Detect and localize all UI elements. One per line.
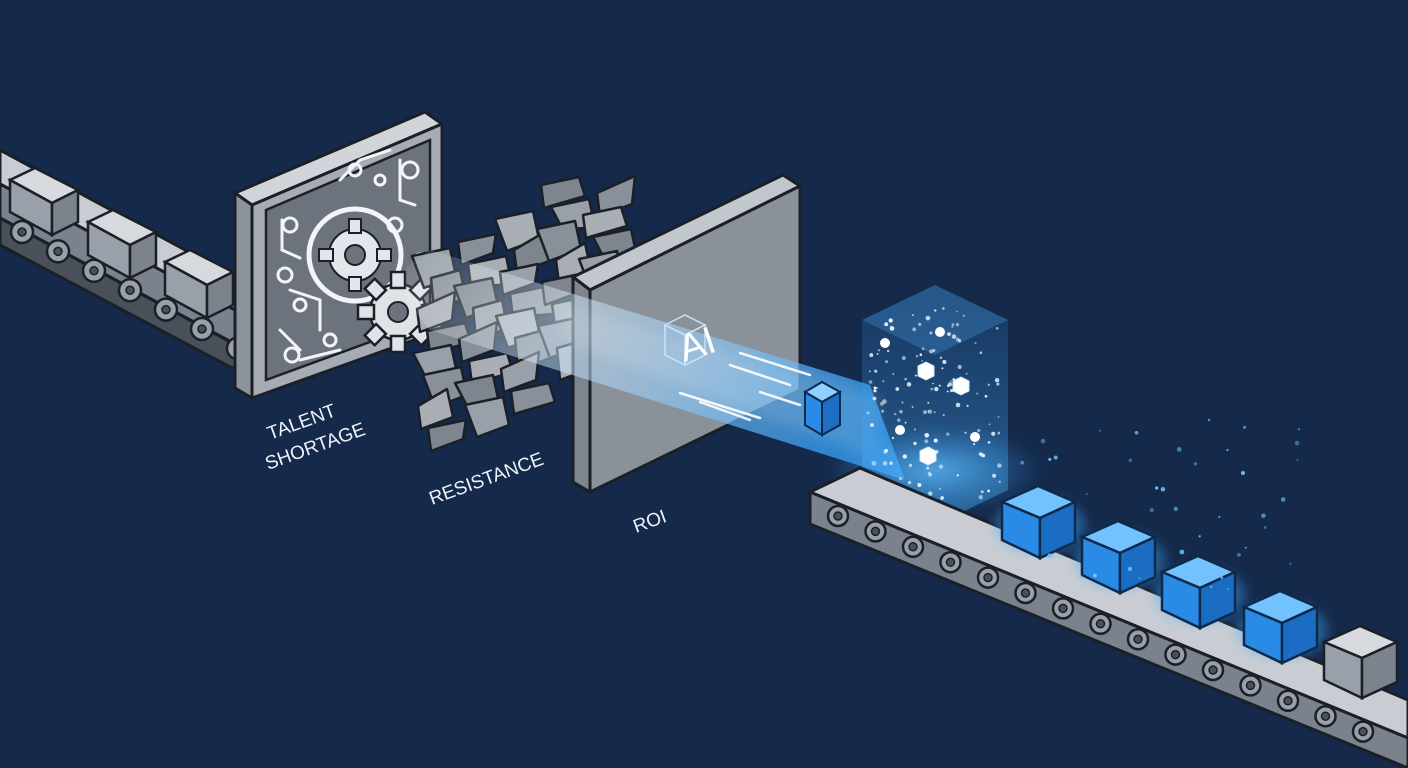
- gear-icon: [306, 206, 404, 304]
- roller: [81, 258, 107, 284]
- roller: [901, 535, 925, 559]
- roller: [976, 566, 1000, 589]
- processing-cube-icon: [995, 484, 1085, 560]
- processing-cube-icon: [803, 380, 843, 437]
- stone: [539, 175, 587, 210]
- left-conveyor: [0, 148, 252, 370]
- roller: [1201, 658, 1225, 682]
- roller: [1014, 581, 1037, 605]
- left-box-1: [7, 166, 81, 238]
- talent-shortage-panel: [231, 110, 446, 401]
- stone: [581, 205, 629, 240]
- stone: [456, 232, 498, 267]
- roller: [1164, 643, 1187, 666]
- roller: [864, 520, 887, 543]
- roller: [45, 239, 71, 264]
- roller: [1314, 704, 1337, 728]
- stone: [463, 395, 511, 439]
- stone: [595, 174, 637, 218]
- roller: [939, 550, 962, 574]
- roller: [153, 297, 179, 322]
- processing-cube-icon: [1075, 519, 1165, 595]
- processing-cube-icon: [663, 314, 707, 367]
- roller: [1351, 720, 1375, 743]
- roller: [1051, 597, 1075, 620]
- roller: [1276, 689, 1300, 713]
- stone: [416, 387, 455, 431]
- stone: [509, 381, 557, 416]
- stone: [426, 418, 468, 453]
- roller: [826, 504, 850, 528]
- right-conveyor: [806, 466, 1408, 768]
- right-rollers: [826, 504, 1375, 743]
- roller: [189, 316, 215, 342]
- processing-cube-icon: [1237, 589, 1327, 665]
- roller: [1126, 627, 1150, 651]
- ai-beam-icon: [405, 250, 905, 480]
- roller: [117, 277, 143, 303]
- roller: [9, 219, 35, 245]
- sparkle-particles: [1020, 418, 1300, 607]
- output-cubes: [995, 484, 1401, 700]
- processing-cube-icon: [1155, 554, 1245, 630]
- grey-box: [1320, 624, 1401, 700]
- roller: [1239, 674, 1262, 697]
- roi-label: ROI: [631, 506, 670, 537]
- resistance-label: RESISTANCE: [427, 449, 547, 510]
- left-box-2: [85, 208, 159, 281]
- roller: [1089, 612, 1112, 636]
- left-box-3: [162, 248, 236, 321]
